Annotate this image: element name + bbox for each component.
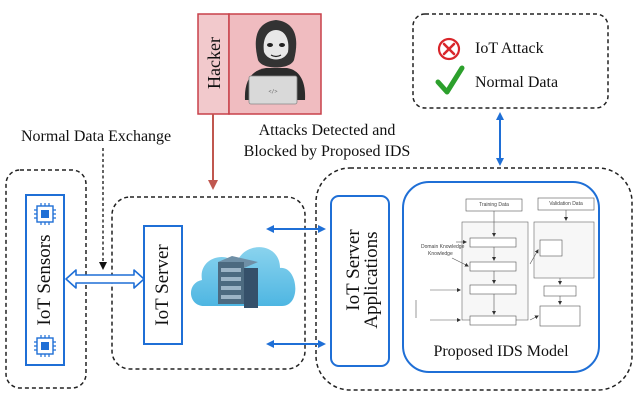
iot-server-box (143, 225, 183, 345)
attacks-detected-label-line2: Blocked by Proposed IDS (243, 143, 411, 160)
sensors-group (5, 169, 87, 389)
hacker-panel: </> (197, 13, 322, 115)
sensor-server-arrow (65, 269, 145, 289)
chip-icon-top (34, 203, 56, 225)
training-data-label: Training Data (479, 202, 509, 208)
application-group (315, 167, 633, 391)
chip-icon-bottom (34, 335, 56, 357)
proposed-ids-label: Proposed IDS Model (433, 343, 569, 360)
validation-data-label: Validation Data (549, 201, 583, 207)
domain-knowledge-label-line2: Knowledge (428, 251, 453, 257)
legend (412, 13, 609, 109)
laptop-icon (248, 75, 298, 105)
red-x-icon (437, 37, 461, 61)
hacker-label-box (197, 13, 230, 115)
iot-sensors-label: IoT Sensors (34, 234, 55, 326)
iot-server-applications-box (330, 195, 390, 367)
hacker-label: Hacker (204, 37, 224, 89)
green-check-icon (435, 65, 465, 95)
iot-server-applications-label-line2: Applications (361, 231, 382, 329)
domain-knowledge-label-line1: Domain Knowledge (421, 244, 465, 250)
hacker-icon: </> (244, 20, 306, 105)
legend-label-attack: IoT Attack (475, 40, 544, 57)
server-group (111, 196, 306, 370)
ids-flowchart (415, 197, 595, 327)
attacks-detected-label-line1: Attacks Detected and (258, 122, 396, 139)
normal-data-exchange-label: Normal Data Exchange (21, 128, 172, 145)
svg-text:</>: </> (268, 89, 277, 95)
legend-label-normal: Normal Data (475, 74, 559, 91)
iot-server-label: IoT Server (152, 244, 173, 326)
cloud-server-icon (190, 247, 296, 308)
